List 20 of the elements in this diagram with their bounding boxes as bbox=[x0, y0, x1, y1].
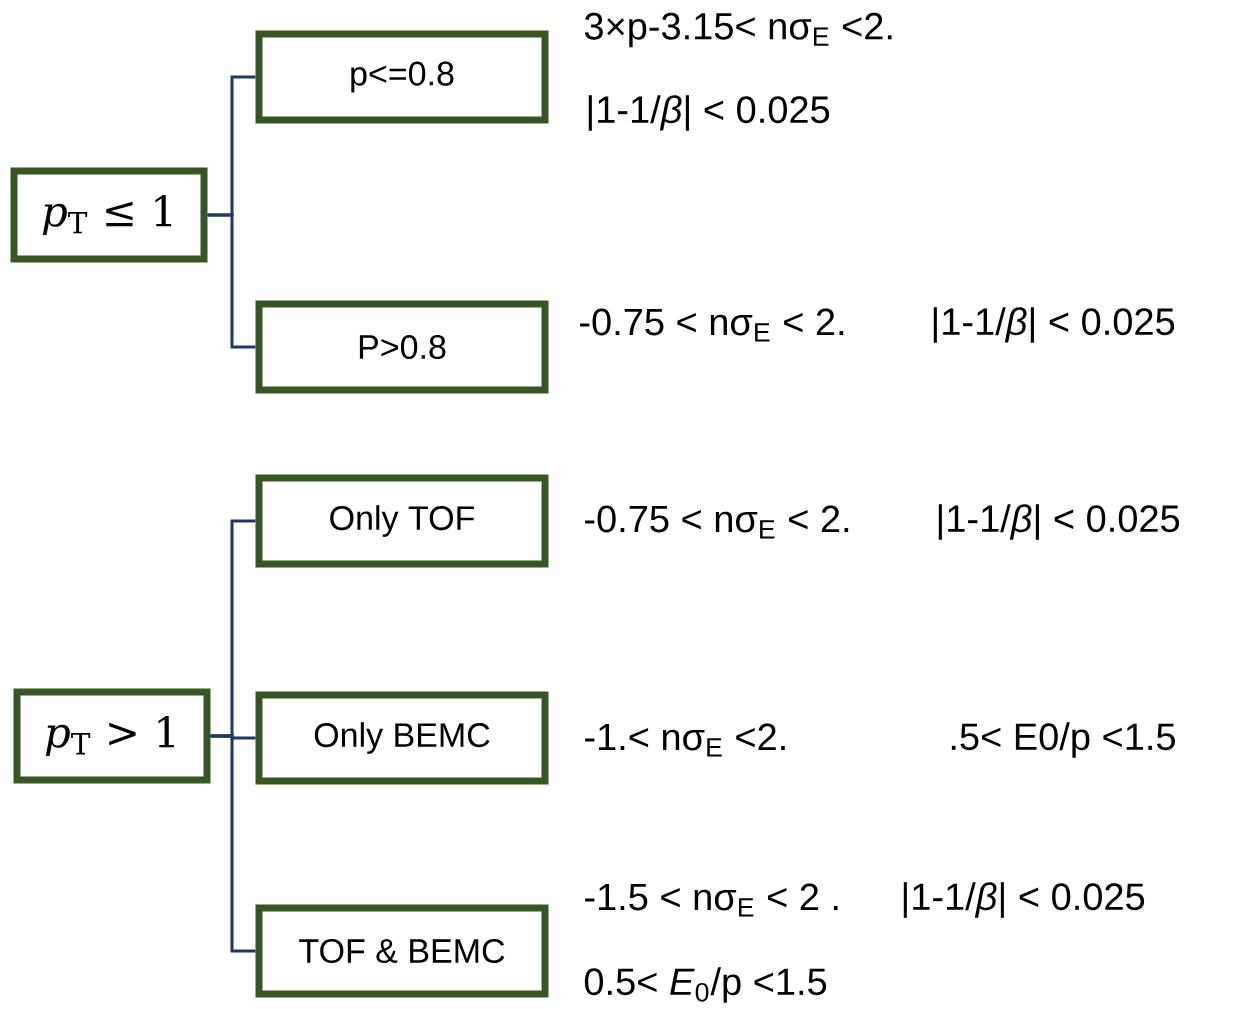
cut-condition: |1-1/β| < 0.025 bbox=[933, 307, 1175, 343]
condition-box: p$_{T}$ ≤ 1 bbox=[10, 167, 208, 263]
condition-box: TOF & BEMC bbox=[255, 904, 549, 998]
cut-condition: |1-1/β| < 0.025 bbox=[938, 504, 1180, 540]
cut-condition: -1.5 < nσ$_{E}$ < 2 . bbox=[585, 883, 838, 917]
connector-line bbox=[210, 734, 256, 953]
condition-box: Only BEMC bbox=[255, 691, 549, 785]
cut-condition: 0.5< E$_{0}$/p <1.5 bbox=[584, 967, 827, 1003]
condition-box: Only TOF bbox=[255, 474, 549, 568]
condition-box: p<=0.8 bbox=[255, 30, 549, 124]
cut-condition: 3×p-3.15< nσ$_{E}$ <2. bbox=[584, 12, 892, 48]
cut-condition: -0.75 < nσ$_{E}$ < 2. bbox=[585, 505, 849, 539]
cut-condition: .5< E0/p <1.5 bbox=[951, 722, 1175, 758]
cut-condition: |1-1/β| < 0.025 bbox=[903, 882, 1145, 918]
cut-condition: -1.< nσ$_{E}$ <2. bbox=[585, 723, 785, 757]
condition-box: P>0.8 bbox=[255, 300, 549, 394]
cut-condition: |1-1/β| < 0.025 bbox=[588, 95, 830, 131]
cut-condition: -0.75 < nσ$_{E}$ < 2. bbox=[580, 308, 844, 342]
connector-line bbox=[207, 213, 256, 349]
condition-box: p$_{T}$ > 1 bbox=[13, 688, 211, 784]
